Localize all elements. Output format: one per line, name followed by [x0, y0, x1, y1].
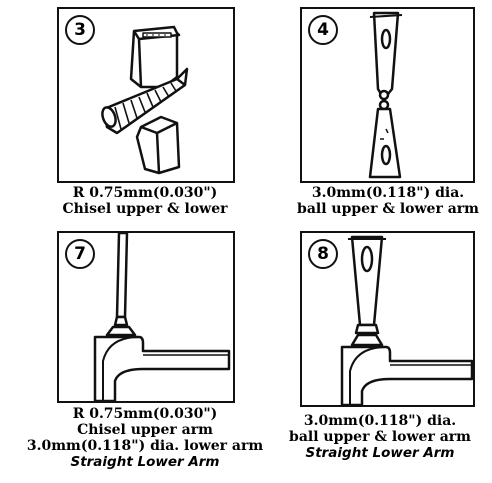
caption-panel-3: R 0.75mm(0.030") Chisel upper & lower	[45, 185, 245, 217]
contact-ball	[105, 325, 137, 337]
straight-lower-arm	[93, 335, 231, 401]
caption-line: R 0.75mm(0.030")	[72, 185, 218, 201]
caption-line: R 0.75mm(0.030")	[72, 406, 218, 422]
panel-number-badge: 4	[308, 15, 338, 45]
caption-line: 3.0mm(0.118") dia.	[303, 413, 457, 429]
caption-line: 3.0mm(0.118") dia.	[311, 185, 465, 201]
caption-line: Chisel upper arm	[77, 422, 213, 438]
caption-line: ball upper & lower arm	[297, 201, 479, 217]
chisel-tips-illustration	[101, 25, 189, 175]
panel-7: 7	[57, 231, 235, 403]
lower-arm	[368, 107, 402, 179]
caption-panel-8: 3.0mm(0.118") dia. ball upper & lower ar…	[270, 413, 490, 461]
upper-chisel-arm	[115, 233, 129, 319]
panel-4: 4	[300, 7, 475, 183]
caption-line: ball upper & lower arm	[289, 429, 471, 445]
panel-8: 8	[300, 231, 475, 407]
panel-number-badge: 3	[65, 15, 95, 45]
upper-ball	[378, 89, 390, 101]
panel-number-badge: 8	[308, 239, 338, 269]
caption-line-italic: Straight Lower Arm	[305, 445, 455, 461]
upper-arm	[372, 11, 400, 101]
caption-panel-7: R 0.75mm(0.030") Chisel upper arm 3.0mm(…	[20, 406, 270, 470]
caption-panel-4: 3.0mm(0.118") dia. ball upper & lower ar…	[288, 185, 488, 217]
lower-arm-slot	[380, 144, 392, 166]
straight-lower-arm	[340, 345, 473, 405]
caption-line: Chisel upper & lower	[62, 201, 228, 217]
contact-ball	[350, 333, 384, 347]
ball-tips-illustration	[368, 11, 403, 179]
workpiece-strip	[101, 67, 189, 135]
upper-arm-slot	[360, 245, 374, 273]
panel-3: 3	[57, 7, 235, 183]
chisel-straight-arm-illustration	[93, 233, 231, 401]
lower-chisel-block	[135, 115, 181, 175]
caption-line: 3.0mm(0.118") dia. lower arm	[26, 438, 264, 454]
panel-number-badge: 7	[65, 239, 95, 269]
caption-line-italic: Straight Lower Arm	[70, 454, 220, 470]
ball-straight-arm-illustration	[340, 235, 473, 405]
upper-chisel-block	[129, 25, 181, 89]
upper-arm-slot	[380, 28, 392, 50]
